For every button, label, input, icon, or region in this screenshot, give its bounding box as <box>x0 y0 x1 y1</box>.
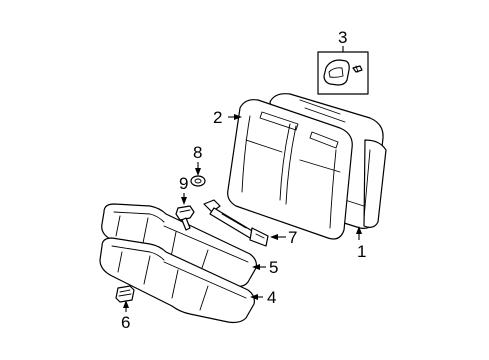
headrest-guide-shape <box>323 59 350 86</box>
arrow-9 <box>181 197 187 205</box>
seat-cushion-shape <box>99 237 255 324</box>
callout-label-9: 9 <box>179 174 188 193</box>
arrow-8 <box>195 168 201 176</box>
guide-clip <box>352 65 363 73</box>
part-8-nut[interactable] <box>190 175 206 187</box>
bolt-head <box>175 205 195 221</box>
callout-label-3: 3 <box>338 28 347 47</box>
bolt-shank <box>181 217 191 231</box>
callout-label-1: 1 <box>357 242 366 261</box>
arrow-6 <box>123 300 129 308</box>
callout-label-2: 2 <box>213 108 222 127</box>
arrow-7 <box>270 234 278 240</box>
buckle-strap <box>209 207 255 239</box>
part-3-inset[interactable] <box>317 51 369 95</box>
part-9-bolt[interactable] <box>175 205 195 231</box>
part-6-clip[interactable] <box>115 285 135 303</box>
callout-label-8: 8 <box>193 143 202 162</box>
seat-back-side-panel <box>363 139 387 228</box>
part-2-seat-back[interactable] <box>227 99 353 240</box>
arrow-4 <box>250 294 258 300</box>
arrow-1 <box>356 226 362 234</box>
part-7-buckle[interactable] <box>203 199 269 247</box>
callout-label-5: 5 <box>269 258 278 277</box>
callout-label-4: 4 <box>267 288 276 307</box>
arrow-5 <box>252 264 260 270</box>
callout-label-7: 7 <box>288 228 297 247</box>
arrow-2 <box>234 114 242 120</box>
part-4-seat-cushion[interactable] <box>99 237 255 324</box>
nut-shape <box>190 175 206 187</box>
buckle-body <box>249 227 269 247</box>
callout-label-6: 6 <box>121 313 130 332</box>
seat-back-cushion <box>227 99 353 240</box>
